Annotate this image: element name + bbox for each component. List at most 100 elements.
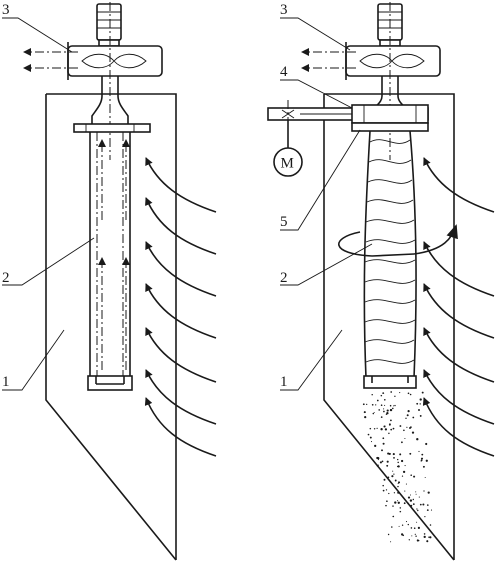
right-leader-3 [280, 17, 351, 51]
dust-particle [390, 541, 392, 543]
left-leader-3 [2, 17, 73, 53]
dust-particle [371, 403, 374, 406]
right-drive-belt [267, 100, 429, 150]
right-rotating-filter [363, 130, 417, 389]
left-label-1: 1 [2, 374, 10, 390]
dust-particle [410, 527, 413, 529]
dust-particle [409, 427, 411, 429]
dust-particle [363, 411, 366, 414]
dust-particle [397, 461, 399, 464]
dust-particle [383, 410, 385, 413]
dust-particle [418, 496, 420, 498]
dust-particle [375, 404, 377, 406]
dust-particle [364, 416, 367, 419]
dust-particle [383, 478, 386, 481]
motor-symbol: M [281, 156, 294, 172]
left-label-2: 2 [2, 270, 10, 286]
dust-particle [367, 433, 370, 436]
dust-particle [394, 404, 396, 407]
left-duct [91, 76, 129, 124]
right-label-2: 2 [280, 270, 288, 286]
dust-particle [385, 504, 387, 507]
dust-particle [422, 503, 425, 506]
dust-particle [409, 499, 413, 502]
dust-particle [376, 456, 379, 460]
dust-particle [397, 485, 399, 488]
right-fan-housing [345, 2, 441, 160]
dust-particle [382, 392, 385, 395]
left-flange [73, 123, 151, 133]
dust-particle [386, 460, 389, 463]
dust-particle [399, 453, 402, 456]
dust-particle [371, 393, 373, 396]
rotation-arrow [338, 224, 458, 257]
dust-particle [422, 465, 425, 468]
dust-particle [389, 408, 393, 412]
dust-particle [427, 491, 430, 494]
dust-particle [387, 452, 390, 455]
dust-particle [410, 474, 412, 476]
dust-particle [407, 392, 410, 395]
dust-particle [399, 425, 402, 427]
right-label-5: 5 [280, 214, 288, 230]
dust-particle [409, 452, 412, 455]
dust-particle [404, 490, 406, 492]
dust-particle [403, 429, 405, 432]
dust-particle [380, 416, 383, 418]
dust-particle [362, 403, 365, 406]
dust-particle [403, 502, 406, 505]
dust-particle [398, 525, 400, 527]
left-motor [96, 3, 122, 47]
dust-particle [409, 494, 412, 496]
dust-particle [413, 475, 416, 478]
dust-particle [392, 470, 394, 472]
dust-particle [369, 427, 372, 430]
dust-particle [393, 473, 395, 475]
dust-particle [393, 492, 396, 494]
right-leader-2 [280, 243, 373, 286]
dust-particle [394, 479, 397, 482]
dust-particle [405, 417, 407, 420]
right-separator-diagram: M [267, 2, 495, 561]
dust-particle [383, 398, 386, 401]
right-leader-5 [280, 129, 361, 231]
right-label-4: 4 [280, 64, 288, 80]
dust-particle [388, 452, 391, 455]
dust-particle [412, 498, 414, 501]
dust-particle [382, 484, 384, 487]
dust-particle [419, 403, 421, 405]
dust-particle [419, 414, 422, 417]
left-inflow-arrows [144, 157, 217, 457]
dust-particle [424, 476, 426, 479]
dust-particle [381, 460, 384, 463]
dust-particle [397, 481, 401, 484]
dust-particle [406, 414, 409, 417]
dust-particle [373, 412, 375, 413]
dust-particle [417, 526, 421, 530]
dust-particle [385, 413, 388, 415]
dust-particle [401, 524, 404, 526]
dust-particle [429, 536, 432, 539]
dust-particle [391, 526, 393, 528]
dust-particle [397, 491, 400, 494]
dust-particle [415, 491, 417, 493]
dust-particle [387, 476, 390, 479]
dust-particle [407, 502, 410, 505]
dust-particle [412, 503, 415, 505]
dust-particle [394, 395, 396, 397]
dust-particle [425, 459, 428, 462]
dust-particle [410, 504, 413, 507]
dust-particle [382, 489, 385, 492]
left-leader-1 [2, 329, 65, 391]
dust-particle [396, 465, 399, 468]
dust-particle [419, 398, 422, 401]
dust-particle [392, 405, 395, 407]
left-housing [45, 93, 177, 561]
dust-particle [425, 442, 428, 446]
dust-particle [407, 496, 411, 499]
right-housing [323, 93, 455, 561]
dust-particle [424, 516, 426, 518]
dust-particle [413, 527, 416, 529]
dust-particle [382, 442, 385, 445]
